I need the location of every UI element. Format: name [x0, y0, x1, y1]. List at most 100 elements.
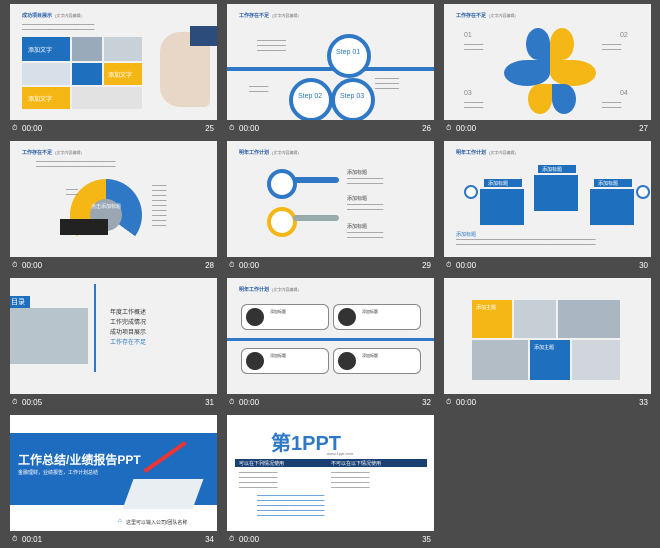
petal: [550, 28, 574, 60]
photo-tile: [72, 37, 102, 61]
title-box: 添加标题: [538, 165, 576, 173]
title-box: 添加标题: [594, 179, 632, 187]
bar-shape: [293, 215, 339, 221]
timing-icon: ⏱: [229, 261, 235, 269]
timing-icon: ⏱: [12, 398, 18, 406]
slide-canvas: 工作存在不足(文字内容编辑) Step 01 Step 02 Step 03 ━…: [227, 4, 434, 120]
slide-thumb-26[interactable]: 工作存在不足(文字内容编辑) Step 01 Step 02 Step 03 ━…: [227, 4, 434, 137]
step-circle: Step 02: [289, 78, 333, 120]
slide-text: ━━━━━━━━━━━━━━━━━━━━━━━━━━━━━━━━━━━━━━━━…: [456, 237, 596, 247]
content-box: [590, 189, 634, 225]
slide-text: ━━━━━━━━━━━━━━━━━━━━━━━━━━━━━━: [347, 176, 384, 186]
tile: 添加文字: [104, 63, 142, 85]
item-icon: [246, 308, 264, 326]
slide-text: ━━━━━━━━━━━━━━━━: [249, 84, 269, 94]
slide-canvas: 明年工作计划(文字内容编辑) 添加标题 添加标题 添加标题 添加标题: [227, 278, 434, 394]
slide-canvas: 明年工作计划(文字内容编辑) 添加标题 添加标题 添加标题 添加标题 ━━━━━…: [444, 141, 651, 257]
divider-band: [227, 338, 434, 341]
slide-text: ━━━━━━━━━━━━━━━━: [602, 100, 622, 110]
petal: [550, 60, 596, 86]
photo-tile: [22, 63, 70, 85]
brand-logo: 第1PPT: [271, 433, 342, 455]
slide-header: 明年工作计划(文字内容编辑): [456, 150, 516, 156]
slide-header: 成功项目展示(文字内容编辑): [22, 13, 82, 19]
slide-text: ━━━━━━━━━━: [66, 187, 79, 197]
slide-thumb-28[interactable]: 工作存在不足(文字内容编辑) ━━━━━━━━━━━━━━━━━━━━━━━━━…: [10, 141, 217, 274]
sleeve-shape: [190, 26, 217, 46]
content-box: [534, 175, 578, 211]
petal: [552, 84, 576, 114]
chart-paper-image: [122, 479, 204, 509]
slide-title: 工作总结/业绩报告PPT: [18, 453, 141, 467]
toc-label: 目录: [10, 296, 30, 308]
slide-thumb-34[interactable]: 工作总结/业绩报告PPT 金融理财，业绩报告，工作计划总结 这里可以输入公司/团…: [10, 415, 217, 548]
slide-text: ━━━━━━━━━━━━━━━━━━━━━━━━━━━━━━━━━━━━━━━━…: [36, 159, 116, 169]
slide-thumb-29[interactable]: 明年工作计划(文字内容编辑) 添加标题 添加标题 添加标题 ━━━━━━━━━━…: [227, 141, 434, 274]
slide-text: ━━━━━━━━━━━━━━━━━━━━━━━━━━━━━━━━━━━━━━━━…: [22, 22, 95, 32]
tile: 添加文字: [22, 37, 70, 61]
slide-header: 明年工作计划(文字内容编辑): [239, 150, 299, 156]
slide-text: ━━━━━━━━━━━━━━━━━━━━━━━━━━━━━━━━━━━━━━━━…: [331, 470, 370, 490]
slide-canvas: 明年工作计划(文字内容编辑) 添加标题 添加标题 添加标题 ━━━━━━━━━━…: [227, 141, 434, 257]
topic-box: 添加主题: [530, 340, 570, 380]
slide-canvas: 工作总结/业绩报告PPT 金融理财，业绩报告，工作计划总结 这里可以输入公司/团…: [10, 415, 217, 531]
photo-tile: [572, 340, 620, 380]
timing-icon: ⏱: [12, 261, 18, 269]
petal: [528, 84, 552, 114]
brand-site: www.1ppt.com: [327, 451, 354, 456]
timing-icon: ⏱: [12, 124, 18, 132]
slide-canvas: 成功项目展示(文字内容编辑) ━━━━━━━━━━━━━━━━━━━━━━━━━…: [10, 4, 217, 120]
step-circle: Step 03: [331, 78, 375, 120]
slide-text: ━━━━━━━━━━━━━━━━: [464, 100, 484, 110]
info-right-heading: 不可以在以下情况使用: [331, 461, 382, 467]
slide-links: ━━━━━━━━━━━━━━━━━━━━━━━━━━━━━━━━━━━━━━━━…: [257, 493, 325, 518]
timing-icon: ⏱: [12, 535, 18, 543]
slide-text: ━━━━━━━━━━━━━━━━━━━━━━━━━━━━━━━━━━━━: [257, 38, 286, 53]
slide-text: ━━━━━━━━━━━━━━━━━━━━━━━━━━━━━━: [347, 230, 384, 240]
item-icon: [246, 352, 264, 370]
slide-thumb-30[interactable]: 明年工作计划(文字内容编辑) 添加标题 添加标题 添加标题 添加标题 ━━━━━…: [444, 141, 651, 274]
marker-circle: [464, 185, 478, 199]
slide-thumb-27[interactable]: 工作存在不足(文字内容编辑) 01 02 03 04 ━━━━━━━━━━━━━…: [444, 4, 651, 137]
tile: 添加文字: [22, 87, 70, 109]
slide-text: ━━━━━━━━━━━━━━━━━━━━━━━━━━━━━━: [347, 202, 384, 212]
toc-menu: 年度工作概述 工作完成情况 成功项目展示 工作存在不足: [110, 310, 147, 346]
timing-icon: ⏱: [229, 398, 235, 406]
petal: [504, 60, 550, 86]
meeting-photo: [10, 308, 88, 364]
photo-tile: [72, 87, 142, 109]
slide-text: ━━━━━━━━━━━━━━━━: [464, 42, 484, 52]
slide-thumb-25[interactable]: 成功项目展示(文字内容编辑) ━━━━━━━━━━━━━━━━━━━━━━━━━…: [10, 4, 217, 137]
timing-icon: ⏱: [229, 535, 235, 543]
photo-tile: [472, 340, 528, 380]
slide-header: 工作存在不足(文字内容编辑): [239, 13, 299, 19]
item-icon: [338, 308, 356, 326]
item-icon: [338, 352, 356, 370]
slide-canvas: 工作存在不足(文字内容编辑) 01 02 03 04 ━━━━━━━━━━━━━…: [444, 4, 651, 120]
slide-header: 工作存在不足(文字内容编辑): [456, 13, 516, 19]
marker-circle: [636, 185, 650, 199]
magnifier-icon: [267, 207, 297, 237]
crowd-silhouette: [60, 219, 108, 235]
slide-text: ━━━━━━━━━━━━━━━━: [602, 42, 622, 52]
slide-canvas: 添加主题 添加主题: [444, 278, 651, 394]
item-box: 添加标题: [241, 304, 329, 330]
petal: [526, 28, 550, 60]
slide-thumb-35[interactable]: 第1PPT www.1ppt.com 可以在下列情况使用 不可以在以下情况使用 …: [227, 415, 434, 548]
slide-thumb-32[interactable]: 明年工作计划(文字内容编辑) 添加标题 添加标题 添加标题 添加标题 ⏱00:0…: [227, 278, 434, 411]
item-box: 添加标题: [333, 348, 421, 374]
timing-icon: ⏱: [446, 398, 452, 406]
slide-canvas: 第1PPT www.1ppt.com 可以在下列情况使用 不可以在以下情况使用 …: [227, 415, 434, 531]
tile: [72, 63, 102, 85]
